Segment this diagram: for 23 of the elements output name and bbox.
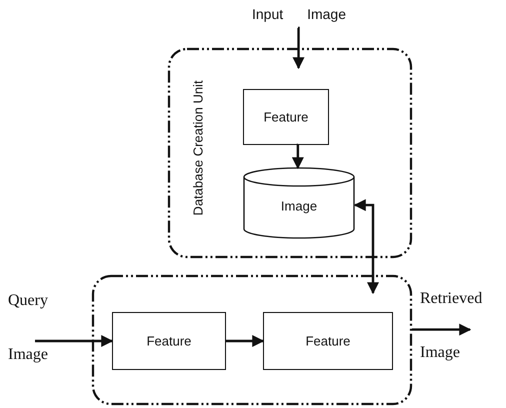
arrow [292, 144, 304, 170]
arrow [354, 199, 379, 294]
arrow [226, 335, 264, 347]
io-label: Retrieved [420, 290, 482, 308]
arrow [292, 26, 305, 70]
node-label: Image [280, 198, 318, 214]
io-label: Image [8, 346, 48, 364]
node-label: Feature [264, 110, 308, 124]
node-label: Feature [146, 334, 192, 348]
io-label: Image [420, 344, 460, 362]
process-box [263, 312, 393, 370]
process-box [112, 312, 226, 370]
node-label: Feature [306, 334, 350, 348]
io-label: Input [252, 6, 284, 22]
arrow [35, 335, 114, 347]
process-box [243, 89, 329, 145]
arrow [412, 324, 472, 336]
unit-title: Database Creation Unit [190, 80, 206, 216]
database-cylinder [243, 168, 355, 238]
io-label: Image [307, 6, 346, 22]
io-label: Query [8, 292, 48, 310]
unit-frame [168, 48, 412, 258]
dashed-frame [92, 275, 412, 405]
